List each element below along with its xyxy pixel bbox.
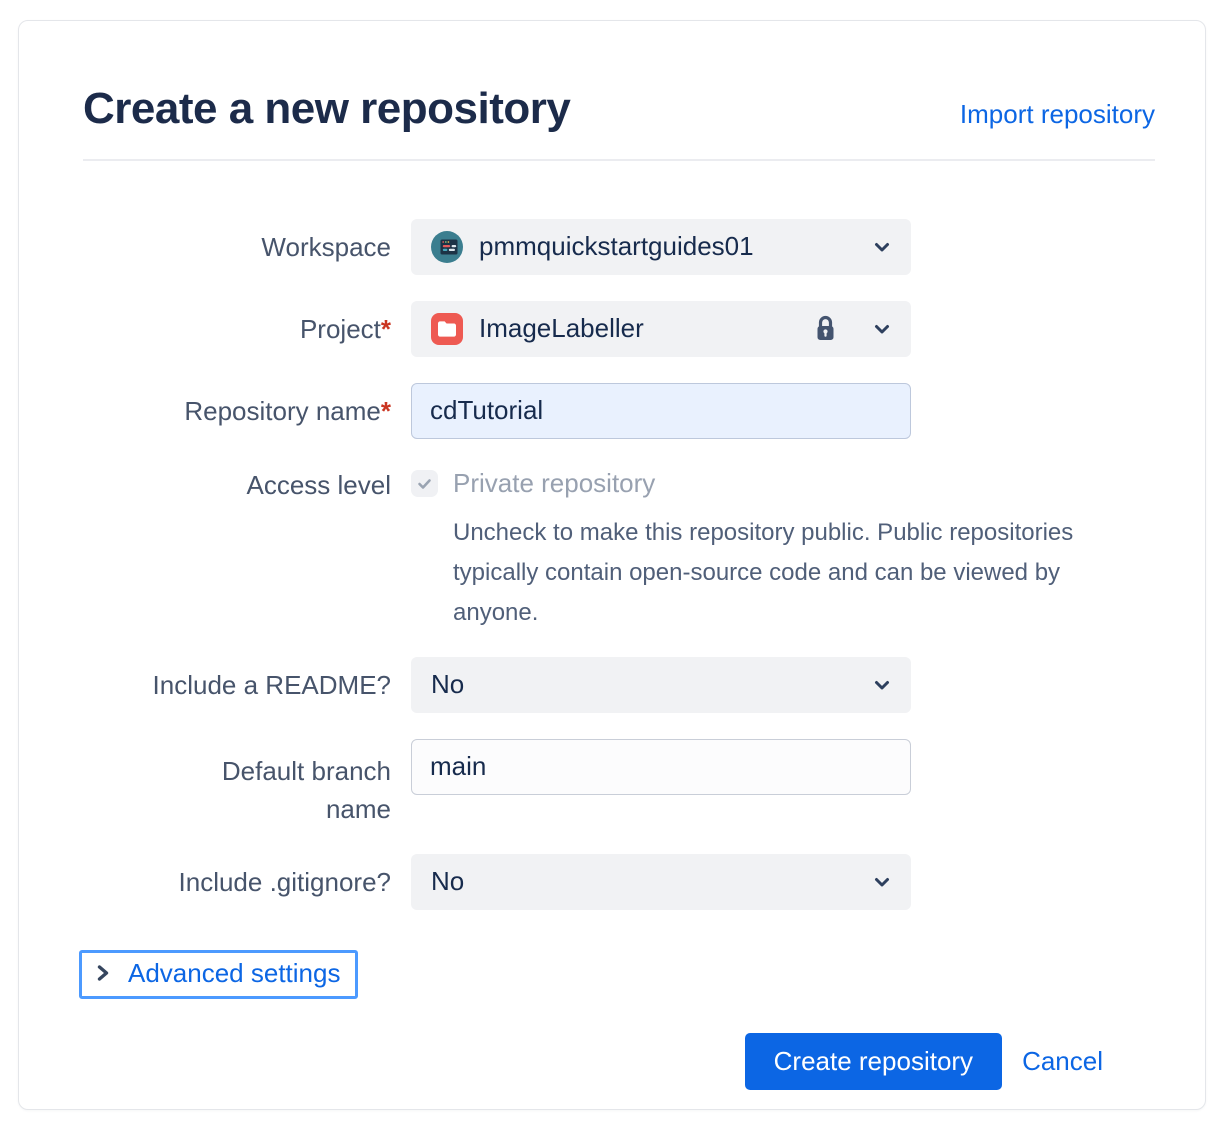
include-gitignore-value: No: [431, 866, 465, 897]
default-branch-row: Default branch name: [83, 738, 1155, 828]
workspace-select[interactable]: pmmquickstartguides01: [411, 218, 911, 275]
chevron-down-icon: [871, 236, 893, 258]
create-repository-button[interactable]: Create repository: [744, 1032, 1003, 1090]
access-level-label: Access level: [246, 469, 392, 500]
header-divider: [83, 158, 1155, 161]
repository-name-label: Repository name*: [184, 395, 391, 426]
required-asterisk: *: [380, 395, 391, 426]
import-repository-link[interactable]: Import repository: [959, 99, 1155, 129]
cancel-button[interactable]: Cancel: [1022, 1045, 1103, 1076]
default-branch-input[interactable]: [411, 738, 911, 795]
card-header: Create a new repository Import repositor…: [83, 85, 1155, 133]
chevron-down-icon: [871, 871, 893, 893]
chevron-down-icon: [871, 318, 893, 340]
project-value: ImageLabeller: [479, 313, 644, 344]
include-gitignore-label: Include .gitignore?: [178, 866, 391, 897]
access-level-help-text: Uncheck to make this repository public. …: [453, 518, 1074, 626]
project-folder-icon: [431, 312, 463, 345]
page-title: Create a new repository: [83, 84, 571, 133]
create-repository-card: Create a new repository Import repositor…: [18, 20, 1206, 1110]
create-repository-form: Workspace: [79, 218, 1155, 1090]
private-repository-checkbox: [411, 469, 438, 497]
lock-icon: [814, 315, 837, 342]
workspace-value: pmmquickstartguides01: [479, 231, 754, 262]
check-icon: [418, 478, 431, 489]
include-readme-value: No: [431, 669, 465, 700]
include-gitignore-select[interactable]: No: [411, 853, 911, 910]
required-asterisk: *: [380, 313, 391, 344]
private-repository-option: Private repository: [411, 465, 1133, 499]
private-repository-label: Private repository: [453, 467, 656, 498]
project-row: Project* ImageLabeller: [83, 300, 1155, 357]
chevron-right-icon: [95, 962, 111, 984]
project-label: Project*: [299, 313, 391, 344]
repository-name-input[interactable]: [411, 382, 911, 439]
advanced-settings-label: Advanced settings: [128, 957, 341, 988]
repository-name-row: Repository name*: [83, 382, 1155, 439]
workspace-label: Workspace: [261, 231, 391, 262]
include-readme-select[interactable]: No: [411, 656, 911, 713]
default-branch-label: Default branch name: [221, 755, 391, 824]
advanced-settings-toggle[interactable]: Advanced settings: [79, 949, 359, 999]
chevron-down-icon: [871, 674, 893, 696]
form-actions: Create repository Cancel: [83, 1032, 1155, 1090]
access-level-row: Access level Private repository Uncheck …: [83, 465, 1155, 633]
include-gitignore-row: Include .gitignore? No: [83, 853, 1155, 910]
project-select[interactable]: ImageLabeller: [411, 300, 911, 357]
workspace-avatar-icon: [431, 230, 463, 263]
workspace-row: Workspace: [83, 218, 1155, 275]
include-readme-label: Include a README?: [152, 669, 391, 700]
include-readme-row: Include a README? No: [83, 656, 1155, 713]
